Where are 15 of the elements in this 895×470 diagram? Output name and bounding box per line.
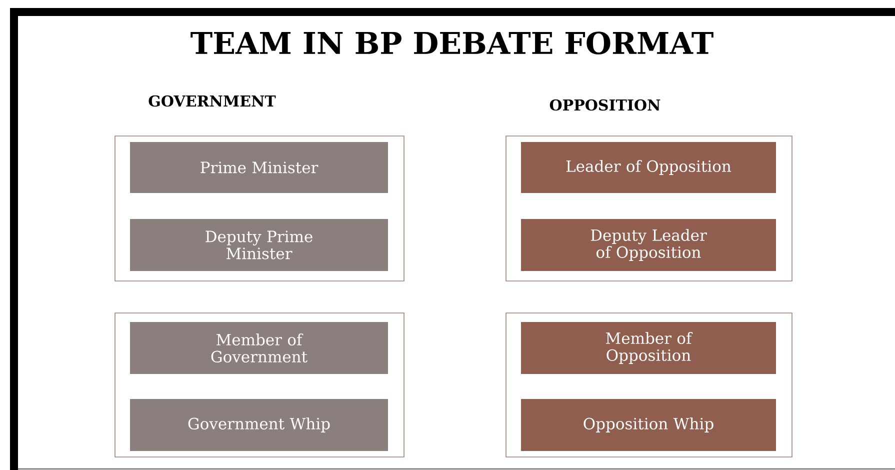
role-box: Deputy Prime Minister bbox=[130, 219, 388, 271]
title: TEAM IN BP DEBATE FORMAT bbox=[190, 32, 714, 54]
column-heading: OPPOSITION bbox=[550, 99, 660, 111]
group-box bbox=[114, 312, 404, 458]
column-heading: GOVERNMENT bbox=[148, 95, 276, 107]
role-box: Prime Minister bbox=[130, 142, 388, 193]
role-box: Government Whip bbox=[130, 398, 388, 451]
role-box: Leader of Opposition bbox=[521, 142, 776, 193]
group-box bbox=[506, 312, 792, 458]
role-box: Opposition Whip bbox=[521, 398, 776, 451]
role-box: Member of Government bbox=[130, 322, 388, 374]
role-box: Member of Opposition bbox=[521, 322, 776, 374]
group-box bbox=[506, 136, 792, 282]
group-box bbox=[114, 136, 404, 282]
role-box: Deputy Leader of Opposition bbox=[521, 219, 776, 271]
